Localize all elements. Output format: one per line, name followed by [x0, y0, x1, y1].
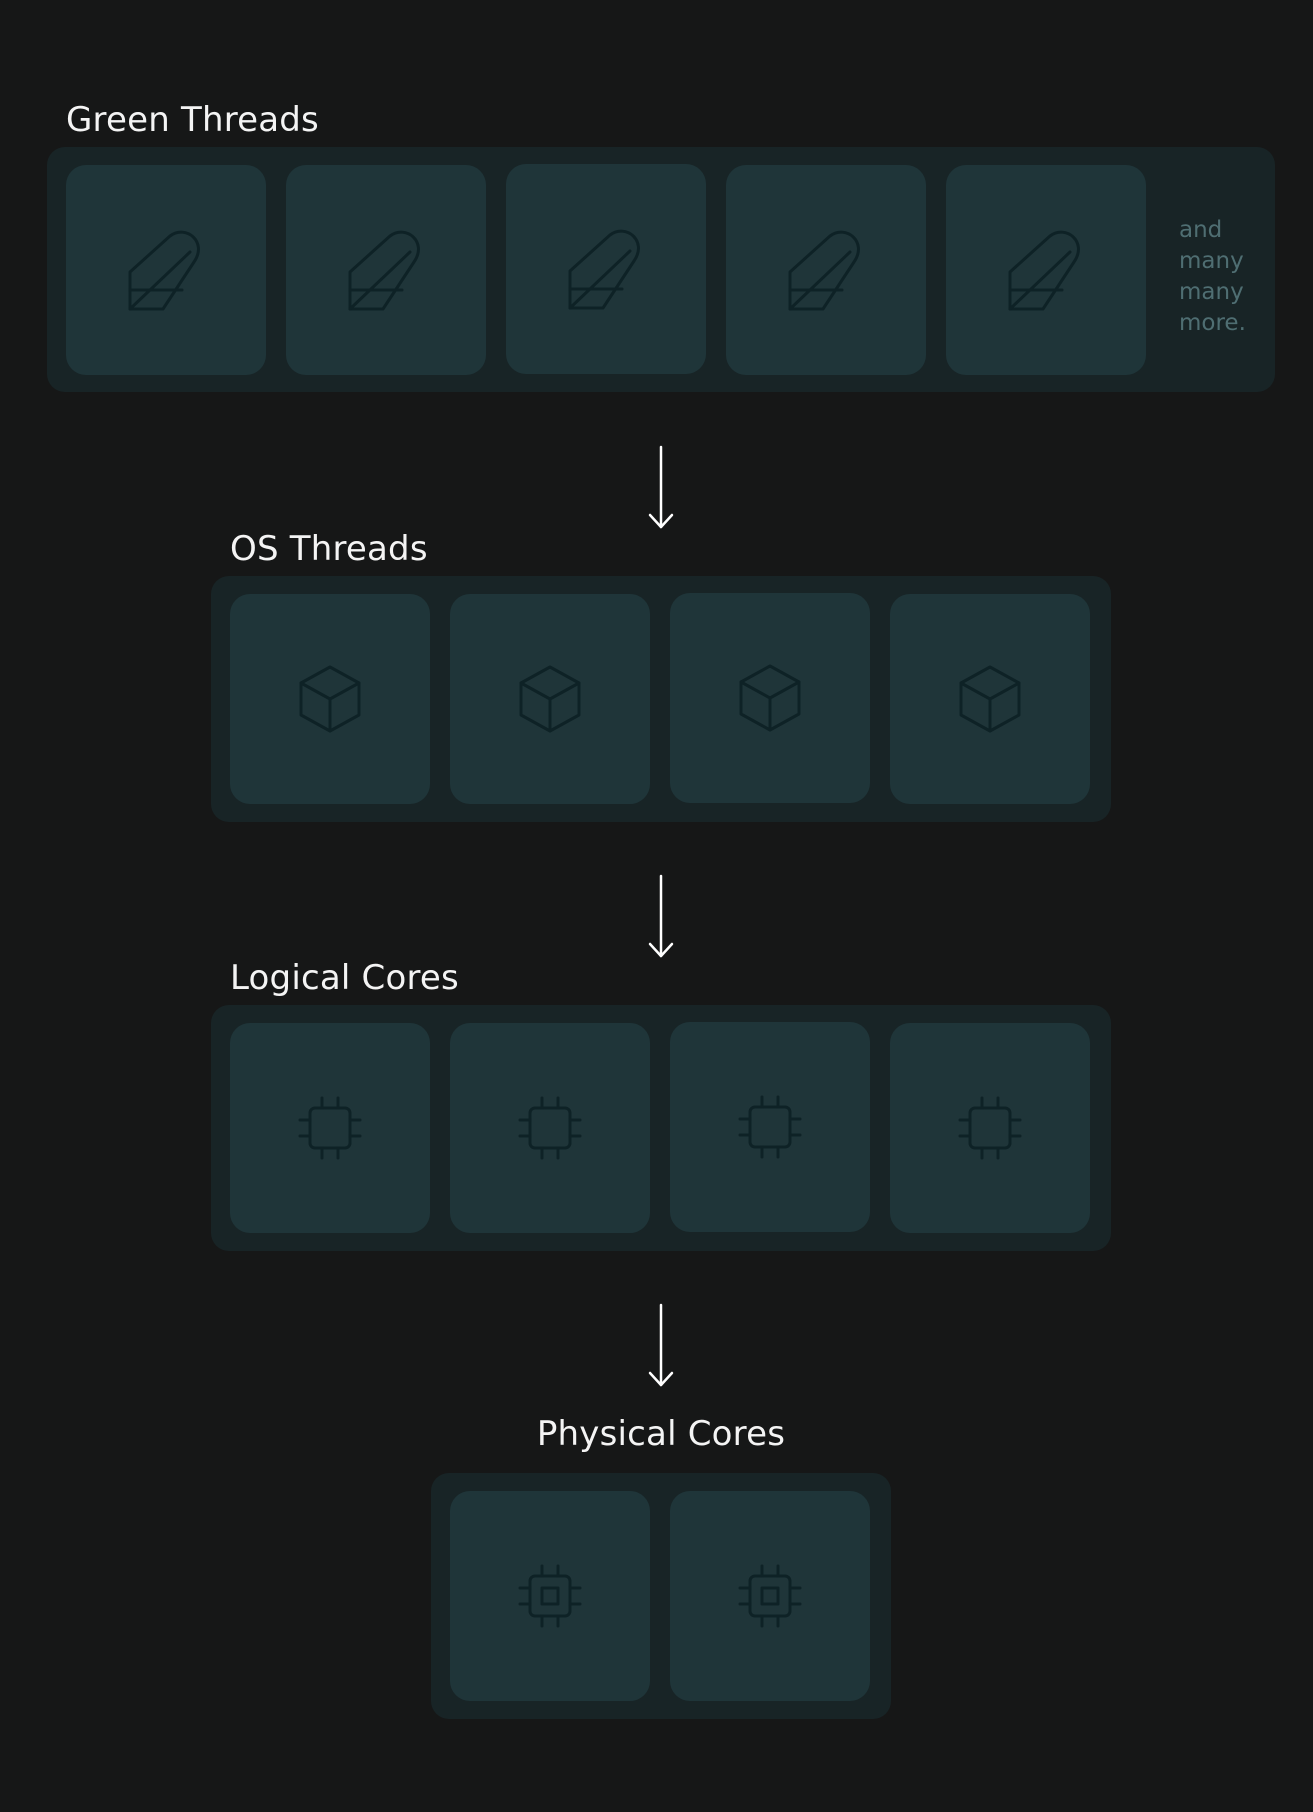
- os-threads-panel: [211, 576, 1111, 822]
- feather-icon: [784, 228, 868, 312]
- os-thread-card: [890, 594, 1090, 804]
- green-thread-card: [66, 165, 266, 375]
- green-thread-card: [726, 165, 926, 375]
- logical-core-card: [230, 1023, 430, 1233]
- physical-cores-panel: [431, 1473, 891, 1719]
- chip-icon: [958, 1096, 1022, 1160]
- cube-icon: [298, 664, 362, 734]
- chip-icon: [518, 1096, 582, 1160]
- logical-core-card: [670, 1022, 870, 1232]
- processor-icon: [738, 1564, 802, 1628]
- down-arrow: [646, 1303, 676, 1389]
- green-threads-panel: and many many more.: [47, 147, 1275, 392]
- os-thread-card: [230, 594, 430, 804]
- processor-icon: [518, 1564, 582, 1628]
- cube-icon: [738, 663, 802, 733]
- logical-cores-title: Logical Cores: [230, 958, 459, 998]
- cube-icon: [958, 664, 1022, 734]
- physical-cores-title: Physical Cores: [536, 1414, 786, 1454]
- logical-core-card: [450, 1023, 650, 1233]
- chip-icon: [738, 1095, 802, 1159]
- more-threads-note: and many many more.: [1179, 217, 1246, 336]
- logical-core-card: [890, 1023, 1090, 1233]
- down-arrow: [646, 874, 676, 960]
- physical-core-card: [670, 1491, 870, 1701]
- green-thread-card: [506, 164, 706, 374]
- green-threads-title: Green Threads: [66, 100, 319, 140]
- chip-icon: [298, 1096, 362, 1160]
- logical-cores-panel: [211, 1005, 1111, 1251]
- feather-icon: [1004, 228, 1088, 312]
- os-thread-card: [450, 594, 650, 804]
- os-thread-card: [670, 593, 870, 803]
- feather-icon: [124, 228, 208, 312]
- feather-icon: [564, 227, 648, 311]
- green-thread-card: [946, 165, 1146, 375]
- green-thread-card: [286, 165, 486, 375]
- os-threads-title: OS Threads: [230, 529, 428, 569]
- feather-icon: [344, 228, 428, 312]
- down-arrow: [646, 445, 676, 531]
- physical-core-card: [450, 1491, 650, 1701]
- cube-icon: [518, 664, 582, 734]
